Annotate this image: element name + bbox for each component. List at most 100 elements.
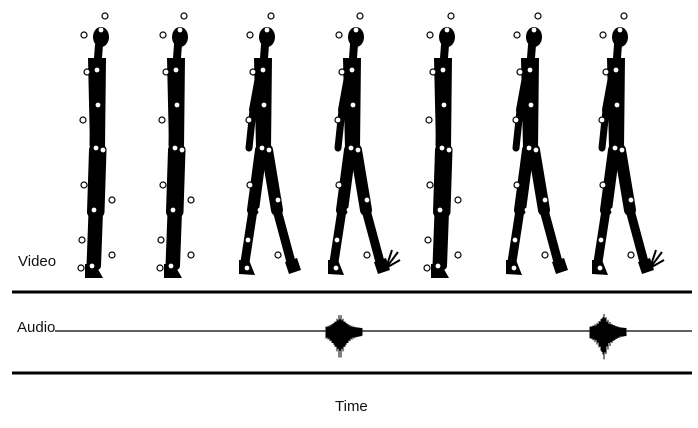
point-light-marker [364,197,370,203]
point-light-marker [157,265,163,271]
walker-figure [239,13,301,275]
audio-burst [590,314,626,359]
back-shin [245,210,253,262]
point-light-marker [517,69,523,75]
point-light-marker [244,265,250,271]
point-light-marker [262,103,267,108]
point-light-marker [160,182,166,188]
point-light-marker [81,182,87,188]
neck [617,45,618,58]
point-light-marker [597,265,603,271]
back-thigh [342,150,350,210]
point-light-marker [256,264,261,269]
point-light-marker [355,147,361,153]
forearm [516,110,520,148]
right-shin [443,212,445,266]
point-light-marker [527,146,532,151]
back-thigh [520,150,528,210]
point-light-marker [78,265,84,271]
right-thigh [178,150,180,212]
point-light-marker [171,208,176,213]
walker-figure [592,13,664,275]
point-light-marker [438,208,443,213]
walker-figure [328,13,400,275]
point-light-marker [628,252,634,258]
point-light-marker [525,208,530,213]
point-light-marker [528,68,533,73]
point-light-marker [424,265,430,271]
back-shin [512,210,520,262]
point-light-marker [542,252,548,258]
right-shin [176,212,178,266]
right-thigh [445,150,447,212]
point-light-marker [179,147,185,153]
point-light-marker [169,264,174,269]
point-light-marker [188,252,194,258]
point-light-marker [79,237,85,243]
neck [177,45,178,58]
forearm [93,110,94,145]
forearm [172,110,173,145]
neck [531,45,532,58]
point-light-marker [260,146,265,151]
point-light-marker [247,32,253,38]
point-light-marker [455,252,461,258]
point-light-marker [266,147,272,153]
burst-core [334,326,346,336]
point-light-marker [163,69,169,75]
point-light-marker [613,146,618,151]
point-light-marker [350,68,355,73]
point-light-marker [339,69,345,75]
point-light-marker [333,265,339,271]
point-light-marker [335,117,341,123]
burst-core [598,326,610,336]
point-light-marker [175,103,180,108]
right-thigh [99,150,101,212]
point-light-marker [542,197,548,203]
point-light-marker [599,117,605,123]
point-light-marker [600,32,606,38]
point-light-marker [181,13,187,19]
left-shin [437,212,439,266]
point-light-marker [94,146,99,151]
forearm [338,110,342,148]
point-light-marker [427,32,433,38]
point-light-marker [160,32,166,38]
walker-figure [157,13,194,278]
point-light-marker [100,147,106,153]
point-light-marker [345,264,350,269]
point-light-marker [529,103,534,108]
audio-row-label: Audio [17,319,55,336]
point-light-marker [598,237,604,243]
point-light-marker [600,182,606,188]
point-light-marker [351,103,356,108]
point-light-marker [442,103,447,108]
point-light-marker [90,264,95,269]
point-light-marker [261,68,266,73]
point-light-marker [174,68,179,73]
heel-strike-icon [650,250,664,268]
point-light-marker [618,28,623,33]
point-light-marker [611,208,616,213]
audio-burst [326,315,362,357]
point-light-marker [609,264,614,269]
point-light-marker [336,182,342,188]
point-light-marker [275,252,281,258]
point-light-marker [349,146,354,151]
left-shin [91,212,93,266]
forearm [249,110,253,148]
point-light-marker [158,237,164,243]
point-light-marker [81,32,87,38]
point-light-marker [614,68,619,73]
point-light-marker [92,208,97,213]
back-shin [598,210,606,262]
point-light-marker [603,69,609,75]
point-light-marker [80,117,86,123]
point-light-marker [99,28,104,33]
point-light-marker [446,147,452,153]
back-shin [334,210,342,262]
point-light-marker [425,237,431,243]
back-thigh [606,150,614,210]
point-light-marker [268,13,274,19]
walker-figure [506,13,568,275]
